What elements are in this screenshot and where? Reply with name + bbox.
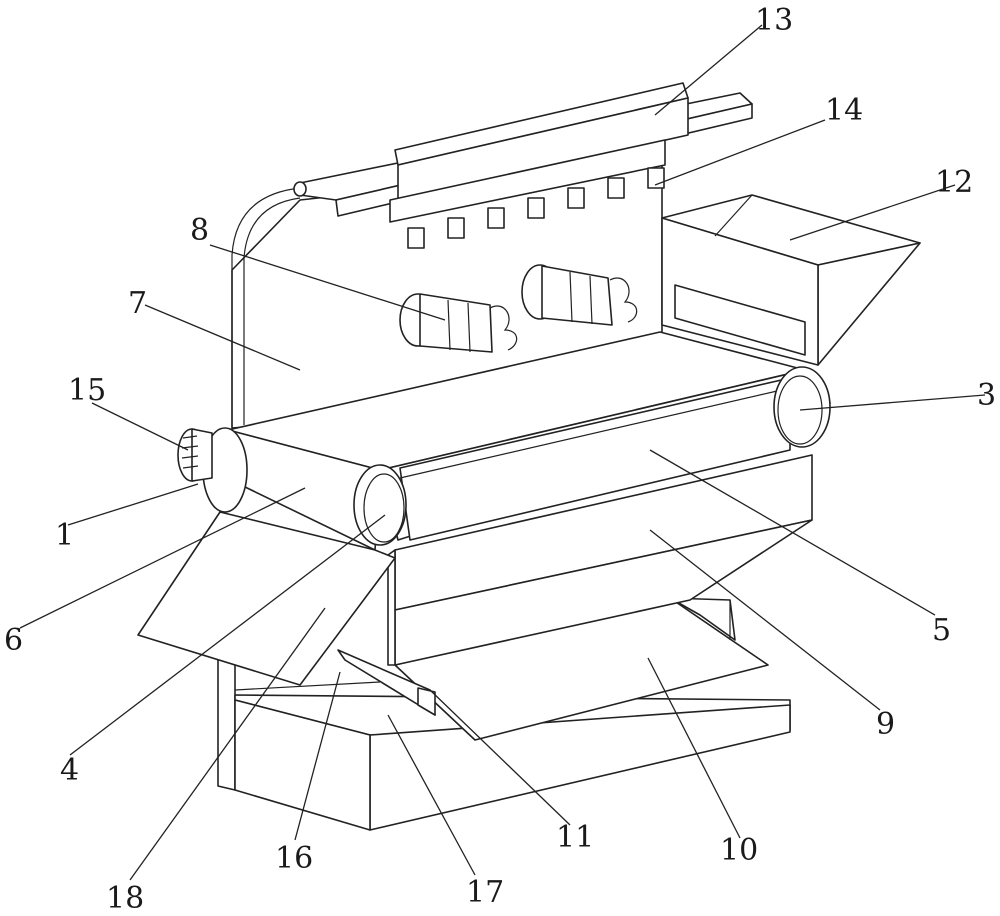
roller-right xyxy=(774,367,830,447)
callout-15: 15 xyxy=(68,373,106,408)
motor xyxy=(178,429,212,481)
callout-14: 14 xyxy=(825,93,863,128)
callout-6: 6 xyxy=(4,623,23,658)
callout-8: 8 xyxy=(190,213,209,248)
callout-16: 16 xyxy=(275,841,313,876)
callout-10: 10 xyxy=(720,833,758,868)
callout-5: 5 xyxy=(932,613,951,648)
callout-1: 1 xyxy=(55,518,74,553)
callout-9: 9 xyxy=(876,707,895,742)
callout-3: 3 xyxy=(977,378,996,413)
callout-4: 4 xyxy=(60,753,79,788)
callout-13: 13 xyxy=(755,3,793,38)
feed-hopper xyxy=(662,195,920,365)
callout-12: 12 xyxy=(935,165,973,200)
callout-11: 11 xyxy=(556,820,594,855)
callout-7: 7 xyxy=(128,286,147,321)
callout-17: 17 xyxy=(466,875,504,910)
callout-18: 18 xyxy=(106,881,144,916)
